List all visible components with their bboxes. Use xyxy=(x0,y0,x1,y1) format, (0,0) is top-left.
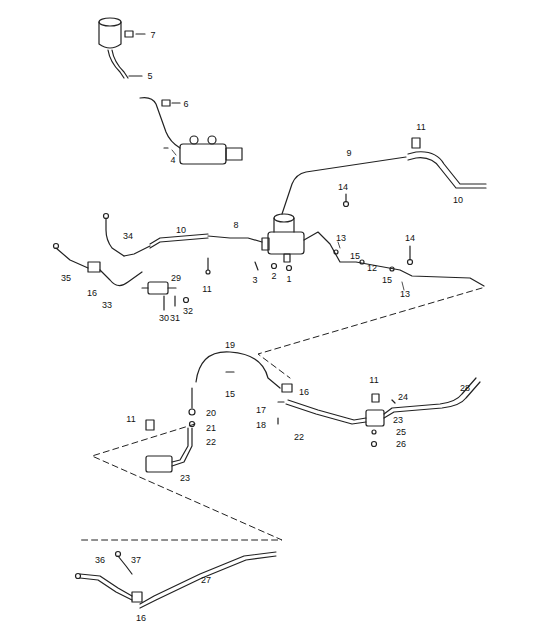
callout-number: 23 xyxy=(392,416,404,425)
callout-number: 8 xyxy=(232,221,239,230)
callout-number: 26 xyxy=(395,440,407,449)
callout-number: 3 xyxy=(251,276,258,285)
callout-number: 11 xyxy=(368,376,379,385)
callout-number: 20 xyxy=(205,409,217,418)
callout-number: 11 xyxy=(415,123,426,132)
callout-number: 30 xyxy=(158,314,170,323)
callout-number: 11 xyxy=(125,415,136,424)
callout-number: 33 xyxy=(101,301,113,310)
callout-number: 5 xyxy=(146,72,153,81)
callout-number: 21 xyxy=(205,424,217,433)
callout-number: 22 xyxy=(293,433,305,442)
callout-number: 15 xyxy=(381,276,393,285)
callout-number: 17 xyxy=(255,406,267,415)
callout-number: 2 xyxy=(270,272,277,281)
callout-number: 36 xyxy=(94,556,106,565)
callout-number: 7 xyxy=(149,31,156,40)
callout-number: 13 xyxy=(335,234,347,243)
callout-number: 19 xyxy=(224,341,236,350)
callout-number: 28 xyxy=(459,384,471,393)
callout-number: 22 xyxy=(205,438,217,447)
callout-number: 4 xyxy=(169,156,176,165)
callout-number: 11 xyxy=(201,285,212,294)
callout-number: 10 xyxy=(452,196,464,205)
callout-number: 14 xyxy=(337,183,349,192)
callout-number: 23 xyxy=(179,474,191,483)
callout-number: 9 xyxy=(345,149,352,158)
callout-number: 16 xyxy=(135,614,147,623)
callout-number: 24 xyxy=(397,393,409,402)
callout-number: 10 xyxy=(175,226,187,235)
callout-number: 29 xyxy=(170,274,182,283)
callout-number: 12 xyxy=(366,264,378,273)
callout-number: 14 xyxy=(404,234,416,243)
callout-number: 16 xyxy=(86,289,98,298)
callout-number: 37 xyxy=(130,556,142,565)
callout-number: 15 xyxy=(349,252,361,261)
callout-number: 18 xyxy=(255,421,267,430)
callout-number: 25 xyxy=(395,428,407,437)
callout-number: 16 xyxy=(298,388,310,397)
callout-number: 6 xyxy=(182,100,189,109)
callout-number: 35 xyxy=(60,274,72,283)
callout-number: 1 xyxy=(285,275,292,284)
callout-number: 34 xyxy=(122,232,134,241)
callout-number: 32 xyxy=(182,307,194,316)
callout-number: 15 xyxy=(224,390,236,399)
callout-number: 13 xyxy=(399,290,411,299)
callout-number: 27 xyxy=(200,576,212,585)
callout-number: 31 xyxy=(169,314,181,323)
